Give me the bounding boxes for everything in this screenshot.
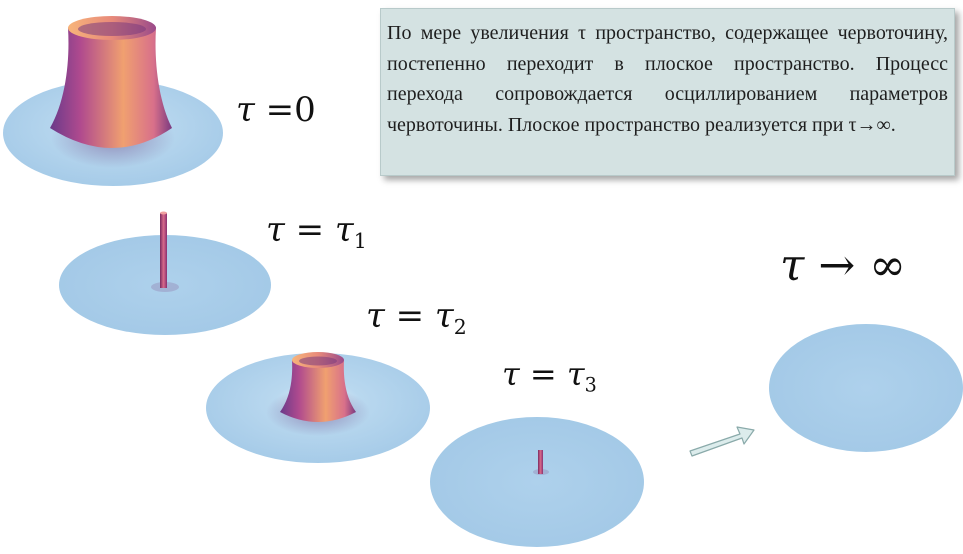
limit-arrow: →	[804, 240, 870, 291]
equals-sign: =	[284, 210, 335, 250]
description-text: По мере увеличения τ пространство, содер…	[387, 22, 948, 136]
tau-symbol: τ	[266, 210, 285, 250]
tau-value: τ	[334, 210, 354, 250]
tau-symbol: τ	[502, 355, 520, 393]
tau-value: τ	[566, 355, 585, 393]
description-box: По мере увеличения τ пространство, содер…	[380, 8, 955, 176]
tau-value: 0	[294, 90, 316, 130]
label-tau-0: τ =0	[236, 90, 316, 130]
tau-subscript: 2	[453, 315, 467, 340]
label-tau-infinity: τ → ∞	[780, 240, 906, 291]
infinity-symbol: ∞	[869, 240, 906, 291]
tau-subscript: 1	[353, 229, 367, 254]
wormhole-surface-tau-1	[59, 211, 271, 335]
tau-symbol: τ	[366, 296, 385, 336]
tau-value: τ	[434, 296, 454, 336]
wormhole-surface-tau-2	[206, 352, 430, 463]
flat-space-surface	[769, 324, 963, 452]
transition-arrow	[689, 426, 755, 457]
tau-subscript: 3	[584, 373, 597, 397]
label-tau-2: τ = τ2	[366, 296, 467, 339]
label-tau-1: τ = τ1	[266, 210, 367, 253]
wormhole-surface-tau-0	[3, 16, 223, 186]
tau-symbol: τ	[780, 240, 805, 291]
equals-sign: =	[254, 90, 295, 130]
tau-symbol: τ	[236, 90, 255, 130]
equals-sign: =	[519, 355, 567, 393]
wormhole-surface-tau-3	[430, 417, 644, 547]
equals-sign: =	[384, 296, 435, 336]
label-tau-3: τ = τ3	[502, 355, 597, 397]
